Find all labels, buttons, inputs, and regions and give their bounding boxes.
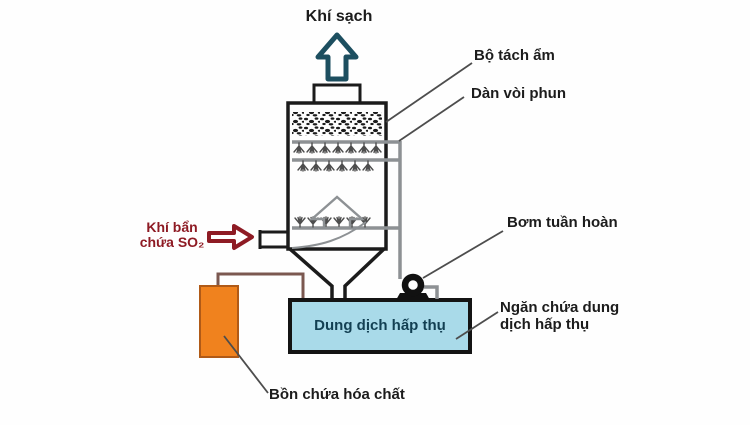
chemical-feed-pipe xyxy=(216,272,305,300)
outlet-chimney xyxy=(312,83,362,103)
gas-inlet-pipe xyxy=(258,230,288,249)
dirty-gas-label: Khí bẩn chứa SO₂ xyxy=(136,220,208,250)
chemical-tank-label: Bồn chứa hóa chất xyxy=(269,386,405,403)
solution-compartment-label-line1: Ngăn chứa dung xyxy=(500,299,620,316)
leader-mist-separator xyxy=(385,62,473,123)
mist-separator-label: Bộ tách ẩm xyxy=(474,47,555,64)
leader-chemical-tank xyxy=(223,335,269,394)
mist-eliminator-band xyxy=(292,112,382,136)
pump-suction-pipe xyxy=(424,285,439,299)
circulation-pump xyxy=(396,273,430,300)
dirty-gas-label-line1: Khí bẩn xyxy=(146,219,198,235)
dirty-gas-label-line2: chứa SO₂ xyxy=(139,234,205,250)
leader-spray-nozzles xyxy=(398,96,465,142)
absorption-solution-label: Dung dịch hấp thụ xyxy=(314,317,446,334)
dirty-gas-arrow xyxy=(207,224,254,250)
leader-pump xyxy=(422,230,504,279)
scrubber-tower-body xyxy=(286,101,388,251)
clean-gas-label: Khí sạch xyxy=(305,8,373,25)
spray-nozzles-label: Dàn vòi phun xyxy=(471,85,566,102)
solution-compartment-label-line2: dịch hấp thụ xyxy=(500,316,590,333)
pump-base xyxy=(396,293,430,300)
solution-tank xyxy=(288,298,472,354)
tower-funnel-left xyxy=(288,247,334,301)
recirculation-pipes xyxy=(292,140,439,299)
spray-nozzles-row-2 xyxy=(297,160,374,172)
pump-body xyxy=(401,273,425,297)
solution-compartment-label: Ngăn chứa dung dịch hấp thụ xyxy=(500,299,619,333)
tower-funnel-right xyxy=(343,247,386,301)
spray-nozzles-row-1 xyxy=(293,142,382,154)
gas-flow-curve xyxy=(291,221,367,249)
leader-solution-compartment xyxy=(455,311,499,340)
clean-gas-arrow xyxy=(315,32,359,82)
gas-up-arrow xyxy=(308,195,366,230)
circulation-pump-label: Bơm tuần hoàn xyxy=(507,214,618,231)
